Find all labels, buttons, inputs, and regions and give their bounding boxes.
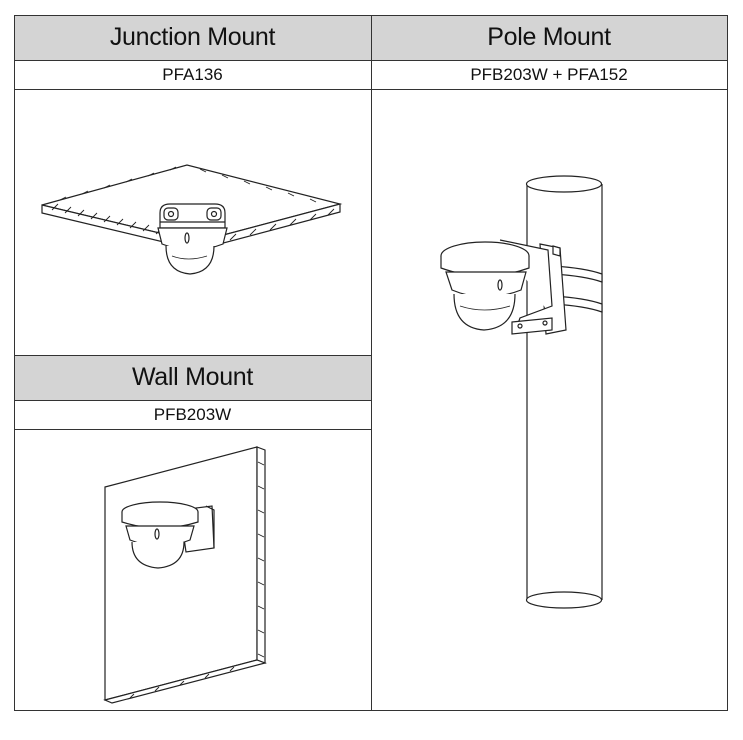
wall-mount-title: Wall Mount [14,355,371,400]
junction-mount-model: PFA136 [162,64,223,84]
junction-mount-title: Junction Mount [14,15,371,60]
wall-mount-model: PFB203W [153,404,232,424]
pole-mount-title: Pole Mount [371,15,727,60]
pole-mount-model: PFB203W + PFA152 [470,64,628,84]
